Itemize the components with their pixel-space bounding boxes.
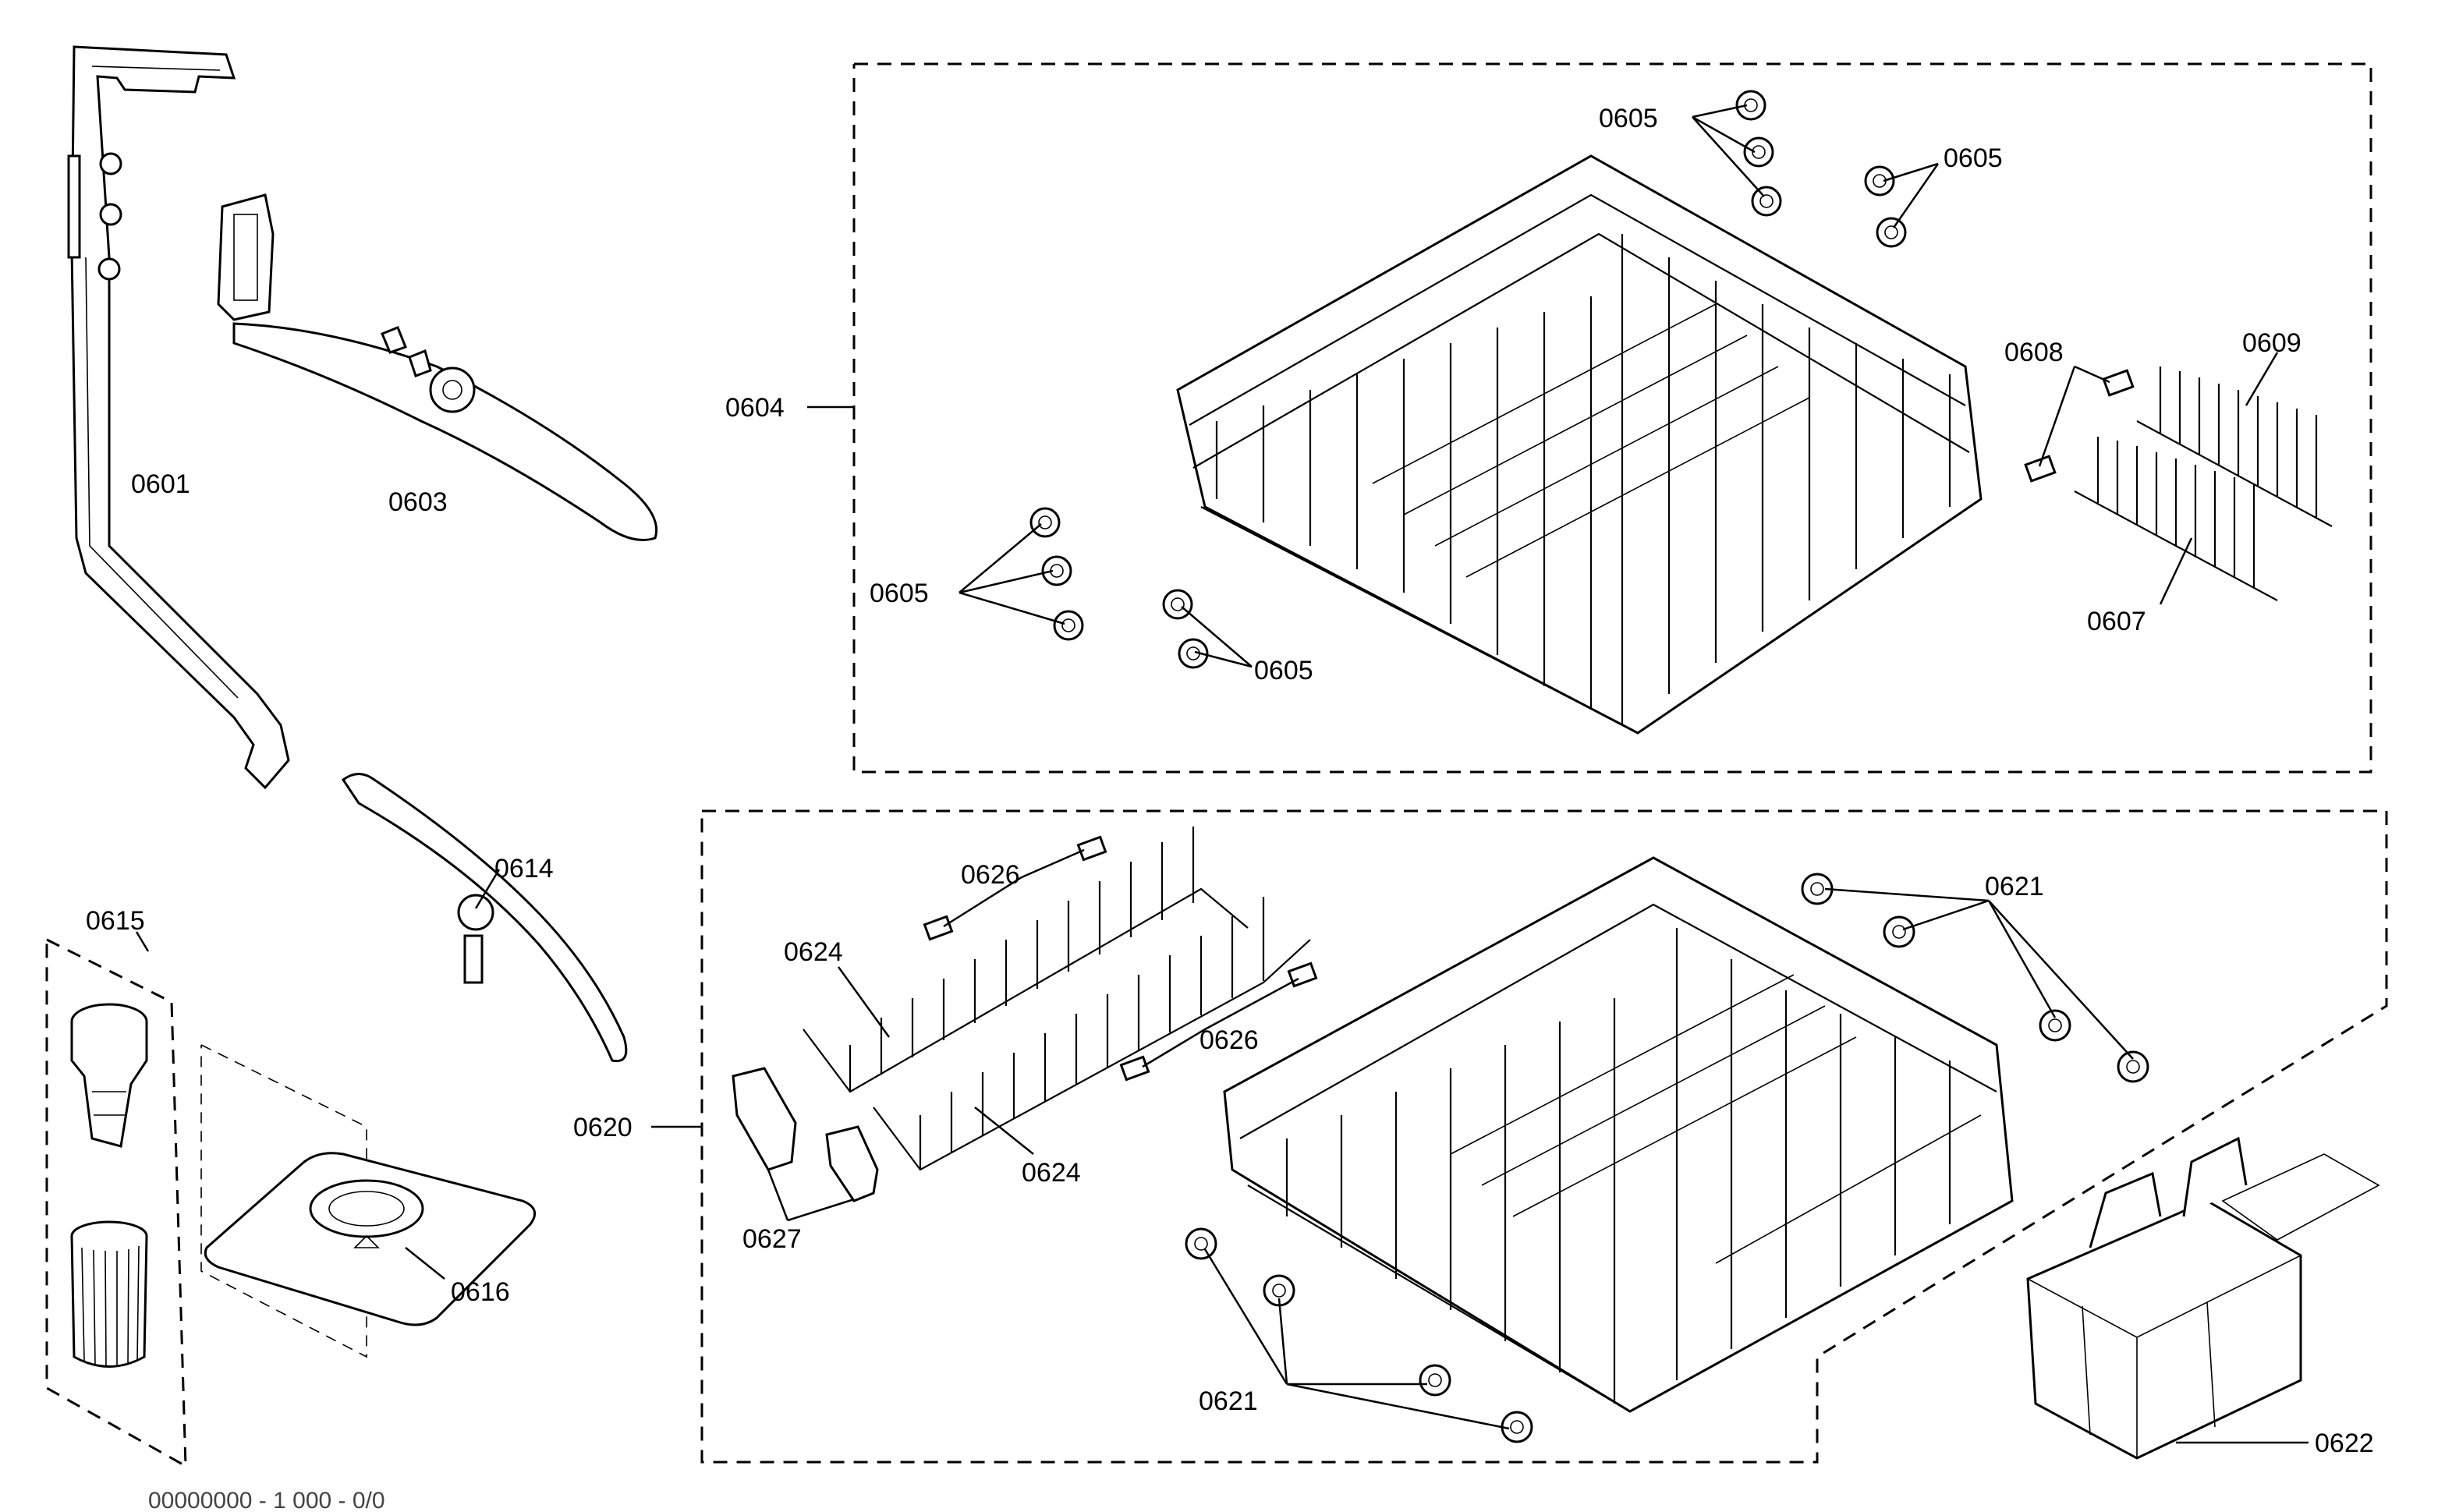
label-0622: 0622 [2315, 1429, 2374, 1458]
label-0615: 0615 [86, 906, 145, 936]
upper-rack-group-outline [852, 62, 2372, 774]
footer-code: 00000000 - 1 000 - 0/0 [148, 1488, 385, 1512]
label-0608: 0608 [2004, 338, 2064, 367]
part-0603-upper-spray-arm [217, 193, 658, 541]
label-0616: 0616 [451, 1277, 510, 1307]
part-0616-filter-plate [204, 1152, 537, 1326]
label-0624-lower: 0624 [1022, 1158, 1081, 1188]
label-0621-right: 0621 [1985, 872, 2044, 901]
part-0608-clips [2024, 369, 2135, 483]
part-0615-filter [70, 1003, 148, 1368]
label-0605-bottom: 0605 [1254, 656, 1313, 685]
part-0601-spray-tube [67, 45, 290, 790]
part-0607-tine-rack [2074, 437, 2278, 601]
part-upper-basket [1176, 154, 1983, 735]
label-0605-top-right: 0605 [1944, 143, 2003, 173]
part-0627-rack-adjusters [732, 1067, 879, 1202]
label-0605-left: 0605 [870, 579, 929, 608]
rollers-0605 [1029, 90, 1907, 669]
label-0621-bottom: 0621 [1199, 1386, 1258, 1416]
part-0614-lower-spray-arm [341, 773, 628, 1063]
label-0614: 0614 [494, 854, 554, 883]
label-0601: 0601 [131, 469, 190, 499]
label-0607: 0607 [2087, 607, 2146, 636]
label-0627: 0627 [742, 1224, 802, 1254]
part-0624-tine-rack-a [803, 827, 1249, 1093]
part-labels: 0601 0603 0604 0605 0605 0605 0605 0608 … [86, 104, 2374, 1512]
filter-plate-guide [200, 1044, 367, 1358]
part-0609-tine-rack [2136, 366, 2333, 527]
label-0605-top-left: 0605 [1599, 104, 1658, 133]
lower-rack-group-outline [700, 809, 2388, 1464]
part-0624-tine-rack-b [873, 897, 1311, 1171]
label-0620: 0620 [573, 1113, 633, 1142]
label-0626-upper: 0626 [961, 860, 1020, 890]
leader-lines [135, 104, 2309, 1444]
label-0604: 0604 [725, 393, 785, 423]
part-lower-basket [1223, 856, 2014, 1413]
label-0609: 0609 [2242, 328, 2301, 358]
part-0622-cutlery-basket [2026, 1136, 2380, 1460]
label-0624-upper: 0624 [784, 937, 843, 967]
label-0603: 0603 [388, 487, 448, 517]
part-0626-clips [923, 835, 1318, 1082]
label-0626-lower: 0626 [1199, 1025, 1259, 1055]
